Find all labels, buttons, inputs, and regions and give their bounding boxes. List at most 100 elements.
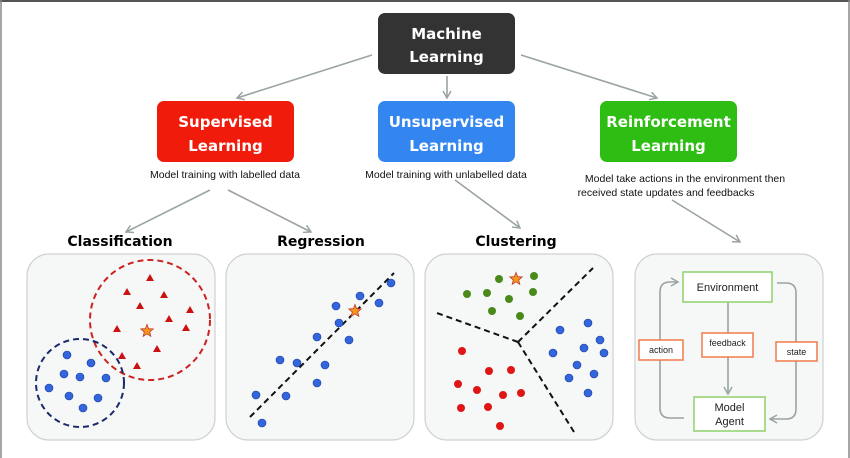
node-supervised-learning: Supervised Learning [157,101,294,162]
red-triangle-point [186,306,194,313]
blue-cluster-point [555,325,565,335]
classification-panel [26,253,216,441]
blue-cluster-point [599,348,609,358]
agent-box [693,396,766,432]
red-triangle-point [113,325,121,332]
reinforcement-label-line1: Reinforcement [606,113,731,131]
data-point [292,358,302,368]
green-cluster-point [495,275,503,283]
blue-circle-point [101,373,111,383]
blue-cluster-point [548,348,558,358]
blue-circle-point [64,391,74,401]
green-cluster-point [505,295,513,303]
blue-circle-point [86,358,96,368]
red-triangle-point [123,288,131,295]
red-triangle-point [118,352,126,359]
data-point [275,355,285,365]
red-cluster-point [485,367,493,375]
unsupervised-description: Model training with unlabelled data [365,169,527,181]
data-point [257,418,267,428]
red-cluster-point [517,389,525,397]
blue-circle-point [59,369,69,379]
green-cluster-point [488,307,496,315]
node-unsupervised-learning: Unsupervised Learning [378,101,515,162]
blue-cluster-point [595,335,605,345]
agent-label-line2: Agent [715,416,744,428]
agent-label-line1: Model [715,402,745,414]
green-cluster-point [516,312,524,320]
blue-circle-point [93,393,103,403]
environment-box [682,271,773,303]
data-point [251,390,261,400]
red-triangle-point [146,274,154,281]
root-node-machine-learning: Machine Learning [378,13,515,74]
clustering-panel [424,253,614,441]
blue-circle-point [62,350,72,360]
data-point [386,278,396,288]
unsupervised-label-line2: Learning [409,137,484,155]
blue-cluster-point [579,343,589,353]
red-triangle-point [160,291,168,298]
red-class-boundary [89,259,211,381]
green-cluster-point [463,290,471,298]
data-point [344,335,354,345]
regression-plot [249,272,396,428]
red-triangle-point [165,315,173,322]
data-point [331,301,341,311]
query-star-icon [139,323,155,338]
blue-cluster-point [564,373,574,383]
root-label-line2: Learning [409,48,484,66]
node-reinforcement-learning: Reinforcement Learning [600,101,737,162]
supervised-label-line1: Supervised [178,113,273,131]
blue-cluster-point [572,360,582,370]
red-cluster-point [484,403,492,411]
clustering-title: Clustering [475,234,556,250]
reinforcement-description-line2: received state updates and feedbacks [578,187,755,199]
green-cluster-point [529,288,537,296]
data-point [281,391,291,401]
supervised-description: Model training with labelled data [150,169,300,181]
blue-circle-point [78,403,88,413]
red-cluster-point [499,391,507,399]
supervised-label-line2: Learning [188,137,263,155]
red-cluster-point [473,386,481,394]
data-point [334,318,344,328]
red-triangle-point [153,345,161,352]
red-triangle-point [182,324,190,331]
red-cluster-point [454,380,462,388]
classification-title: Classification [67,234,172,250]
clustering-plot [436,267,609,433]
connector-arrows [124,54,742,243]
action-label: action [649,345,673,355]
blue-cluster-point [589,369,599,379]
data-point [374,298,384,308]
data-point [355,291,365,301]
red-cluster-point [496,422,504,430]
reinforcement-description-line1: Model take actions in the environment th… [585,173,785,185]
red-triangle-point [136,302,144,309]
blue-cluster-point [583,388,593,398]
unsupervised-label-line1: Unsupervised [389,113,505,131]
green-cluster-point [483,289,491,297]
feedback-box [701,332,754,358]
data-point [312,378,322,388]
classification-plot [35,259,211,428]
blue-cluster-point [583,318,593,328]
cluster-boundaries [436,267,594,433]
red-cluster-point [458,347,466,355]
blue-circle-point [44,383,54,393]
feedback-label: feedback [709,338,746,348]
environment-label: Environment [697,282,759,294]
state-label: state [787,347,807,357]
regression-line [249,272,395,418]
red-triangle-point [133,362,141,369]
regression-title: Regression [277,234,365,250]
root-label-line1: Machine [411,25,482,43]
blue-class-boundary [35,338,125,428]
state-box [775,341,818,362]
data-point [312,332,322,342]
action-box [638,339,684,361]
query-star-icon [347,303,363,318]
blue-circle-point [75,372,85,382]
